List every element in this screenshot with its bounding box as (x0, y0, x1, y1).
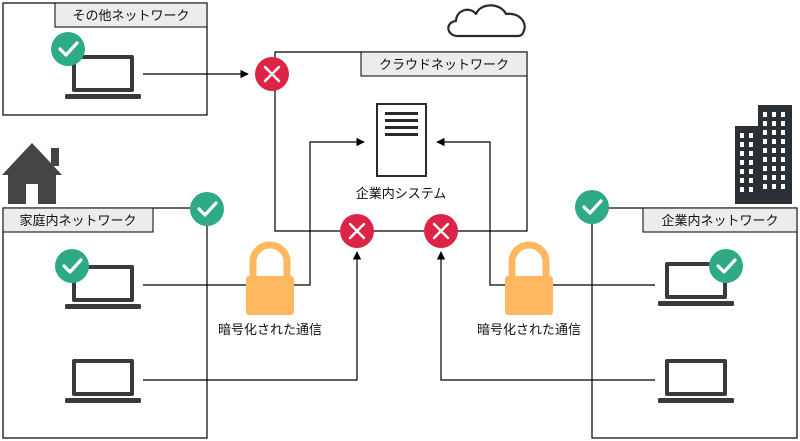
laptop-icon (658, 359, 734, 403)
laptop-icon (65, 55, 141, 99)
check-icon (51, 32, 85, 66)
other-network-label: その他ネットワーク (72, 9, 189, 24)
corporate-blocked-line (436, 251, 655, 381)
lock-icon (505, 241, 553, 315)
cloud-network-label: クラウドネットワーク (379, 58, 509, 73)
connections (143, 69, 655, 381)
check-icon (575, 190, 609, 224)
check-icon (709, 249, 743, 283)
laptop-icon (65, 265, 141, 309)
building-icon (735, 105, 792, 204)
blocked-icon (424, 214, 458, 248)
home-blocked-line (143, 251, 362, 381)
system-label: 企業内システム (356, 186, 447, 202)
corporate-network-box: 企業内ネットワーク (591, 207, 798, 439)
lock-icon (246, 241, 294, 315)
corporate-network-label: 企業内ネットワーク (661, 213, 778, 229)
laptop-icon (65, 359, 141, 403)
cloud-network-box: クラウドネットワーク (274, 51, 528, 232)
blocked-icon (255, 57, 289, 91)
check-icon (55, 249, 89, 283)
encrypted-label-left: 暗号化された通信 (218, 323, 322, 338)
check-icon (190, 192, 224, 226)
home-network-label: 家庭内ネットワーク (19, 213, 136, 229)
home-network-box: 家庭内ネットワーク (2, 207, 208, 439)
server-icon (376, 103, 427, 177)
blocked-icon (340, 214, 374, 248)
corporate-encrypted-line (436, 137, 655, 286)
cloud-icon (447, 4, 526, 38)
home-encrypted-line (143, 137, 365, 286)
other-network-box: その他ネットワーク (2, 2, 208, 116)
encrypted-label-right: 暗号化された通信 (477, 323, 581, 338)
house-icon (2, 143, 62, 204)
